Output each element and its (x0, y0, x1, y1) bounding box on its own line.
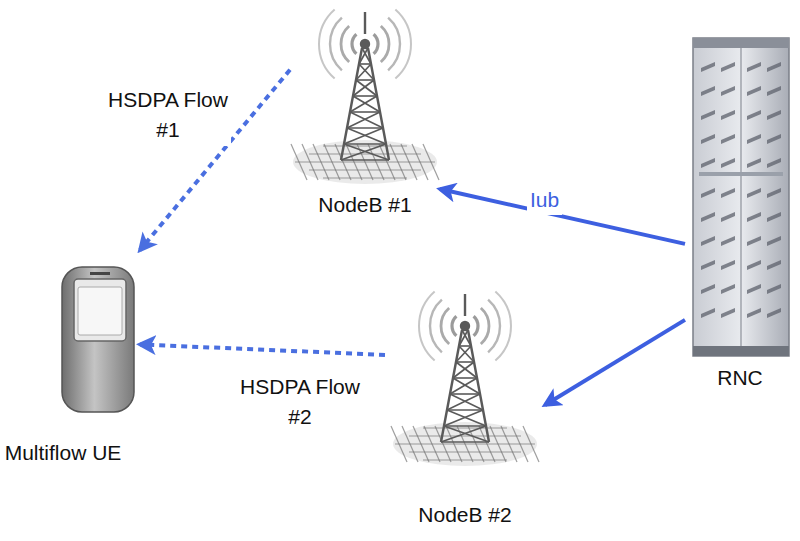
radio-wave (395, 9, 411, 78)
radio-wave (495, 291, 511, 360)
radio-wave (341, 26, 349, 62)
radio-flow-arrow (140, 344, 385, 354)
connector-label: HSDPA Flow #2 (237, 372, 363, 433)
user-equipment: Multiflow UE (0, 245, 140, 500)
rnc-cabinet-icon (693, 38, 789, 356)
node-label: RNC (685, 363, 795, 393)
base-station: NodeB #1 (290, 0, 440, 225)
tower-icon (391, 291, 539, 466)
base-station: NodeB #2 (385, 280, 545, 541)
connector-label: Iub (527, 185, 562, 215)
radio-wave (352, 34, 356, 54)
radio-wave (481, 308, 489, 344)
node-illustration (685, 38, 795, 393)
radio-wave (381, 26, 389, 62)
node-label: NodeB #2 (385, 500, 545, 530)
radio-wave (474, 316, 478, 336)
iub-link-arrow (545, 320, 685, 405)
radio-wave (330, 18, 342, 71)
connector-label: HSDPA Flow #1 (105, 85, 231, 146)
radio-wave (388, 18, 400, 71)
node-label: Multiflow UE (0, 438, 140, 468)
lattice-mast (341, 12, 389, 160)
node-illustration (385, 280, 545, 541)
radio-wave (374, 34, 378, 54)
grid-ground (291, 140, 439, 184)
radio-wave (488, 300, 500, 353)
iub-link-arrow (440, 189, 685, 244)
radio-wave (430, 300, 442, 353)
radio-wave (452, 316, 456, 336)
radio-wave (419, 291, 435, 360)
rnc-cabinet: RNC (685, 38, 795, 393)
phone-icon (62, 267, 134, 412)
tower-icon (291, 9, 439, 184)
grid-ground (391, 422, 539, 466)
radio-wave (319, 9, 335, 78)
radio-wave (441, 308, 449, 344)
node-label: NodeB #1 (290, 190, 440, 220)
node-illustration (290, 0, 440, 225)
lattice-mast (441, 294, 489, 442)
